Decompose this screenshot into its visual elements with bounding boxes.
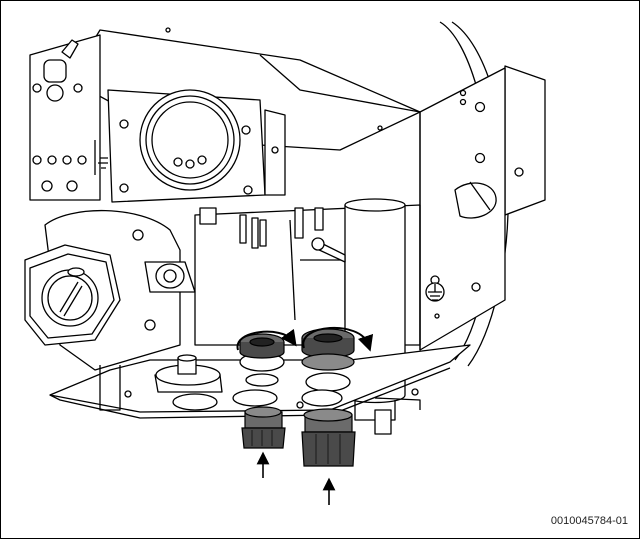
pump-assembly: [24, 209, 196, 371]
drain-fitting: [99, 354, 223, 411]
cable-gland-bottom-right: [301, 408, 356, 467]
earth-symbol-right: [425, 275, 445, 302]
cable-gland-top-left: [239, 333, 285, 359]
boiler-housing-right: [439, 21, 546, 367]
sensor-connectors: [199, 207, 346, 263]
cable-gland-top-right: [301, 328, 355, 371]
control-panel: [107, 89, 286, 203]
rotation-arrow-left: [236, 328, 297, 351]
rotation-arrow-right: [302, 326, 374, 352]
cable-gland-bottom-left: [241, 406, 286, 449]
plate-openings: [172, 352, 351, 411]
left-bracket: [29, 34, 108, 201]
figure-code: 0010045784-01: [550, 515, 628, 527]
main-box: [419, 67, 506, 351]
vertical-pipe: [344, 198, 406, 435]
